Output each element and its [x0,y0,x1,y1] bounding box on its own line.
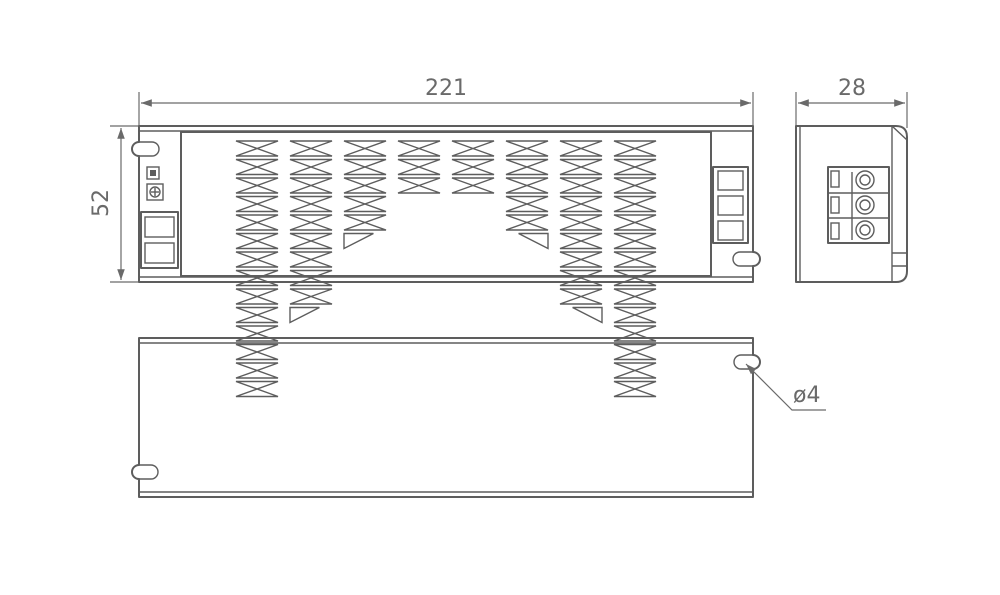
vent-slot [343,232,374,250]
vent-slot [235,214,279,231]
vent-slot [518,232,549,250]
screw-icon [855,195,875,215]
vent-slot [505,158,549,176]
vent-slot [397,140,441,157]
length-label: 221 [425,76,467,101]
left-mount-slot [139,141,160,157]
vent-slot [289,140,333,157]
length-dimension: 221 [138,76,754,128]
vent-slot [613,214,657,231]
vent-slot [559,232,603,250]
vent-slot [613,251,657,268]
height-dimension: 52 [89,125,145,283]
vent-slot [572,306,603,324]
vent-slot [451,158,495,176]
vent-slot [343,140,387,157]
vent-slot [559,269,603,287]
vent-slot [559,214,603,231]
vent-slot [613,306,657,324]
width-dimension: 28 [795,76,908,128]
vent-slot [289,195,333,213]
output-terminal [712,166,749,244]
vent-slot [613,380,657,398]
vent-slot [343,195,387,213]
vent-slot [505,140,549,157]
vent-slot [613,158,657,176]
vent-slot [613,140,657,157]
hole-slot-left [139,464,159,480]
vent-slot [343,177,387,194]
hole-callout: ø4 [745,363,826,411]
vent-slots [235,140,657,398]
vent-slot [559,140,603,157]
vent-slot [505,195,549,213]
vent-slot [289,177,333,194]
vent-slot [613,177,657,194]
height-label: 52 [89,189,114,217]
vent-slot [235,251,279,268]
vent-slot [235,288,279,305]
vent-slot [235,232,279,250]
screw-icon [855,220,875,240]
width-label: 28 [838,76,866,101]
vent-slot [613,343,657,361]
indicator-led [146,166,160,180]
vent-slot [289,232,333,250]
vent-slot [613,362,657,379]
vent-slot [289,158,333,176]
vent-slot [343,214,387,231]
vent-slot [559,195,603,213]
vent-slot [397,177,441,194]
hole-slot-right [733,354,753,370]
vent-slot [235,177,279,194]
vent-slot [559,251,603,268]
voltage-trimmer [146,183,164,201]
vent-slot [559,288,603,305]
vent-slot [289,269,333,287]
vent-slot [613,195,657,213]
vent-slot [451,177,495,194]
front-view [131,125,761,398]
vent-slot [235,306,279,324]
vent-slot [451,140,495,157]
vent-slot [613,232,657,250]
vent-slot [235,140,279,157]
vent-slot [235,362,279,379]
vent-slot [397,158,441,176]
vent-slot [235,325,279,342]
vent-slot [505,214,549,231]
vent-slot [613,269,657,287]
vent-slot [235,380,279,398]
vent-slot [289,251,333,268]
vent-slot [559,158,603,176]
vent-slot [505,177,549,194]
right-mount-slot [732,251,753,267]
side-view [795,125,908,283]
vent-slot [289,288,333,305]
hole-label: ø4 [793,383,820,408]
input-terminal [140,211,179,269]
vent-slot [289,306,320,324]
vent-slot [559,177,603,194]
vent-slot [235,343,279,361]
vent-slot [613,288,657,305]
side-terminal-block [827,166,890,244]
vent-slot [289,214,333,231]
bottom-view [131,337,761,498]
vent-slot [343,158,387,176]
screw-icon [855,170,875,190]
vent-slot [235,195,279,213]
vent-slot [613,325,657,342]
vent-slot [235,158,279,176]
vent-panel [180,131,712,277]
vent-slot [235,269,279,287]
